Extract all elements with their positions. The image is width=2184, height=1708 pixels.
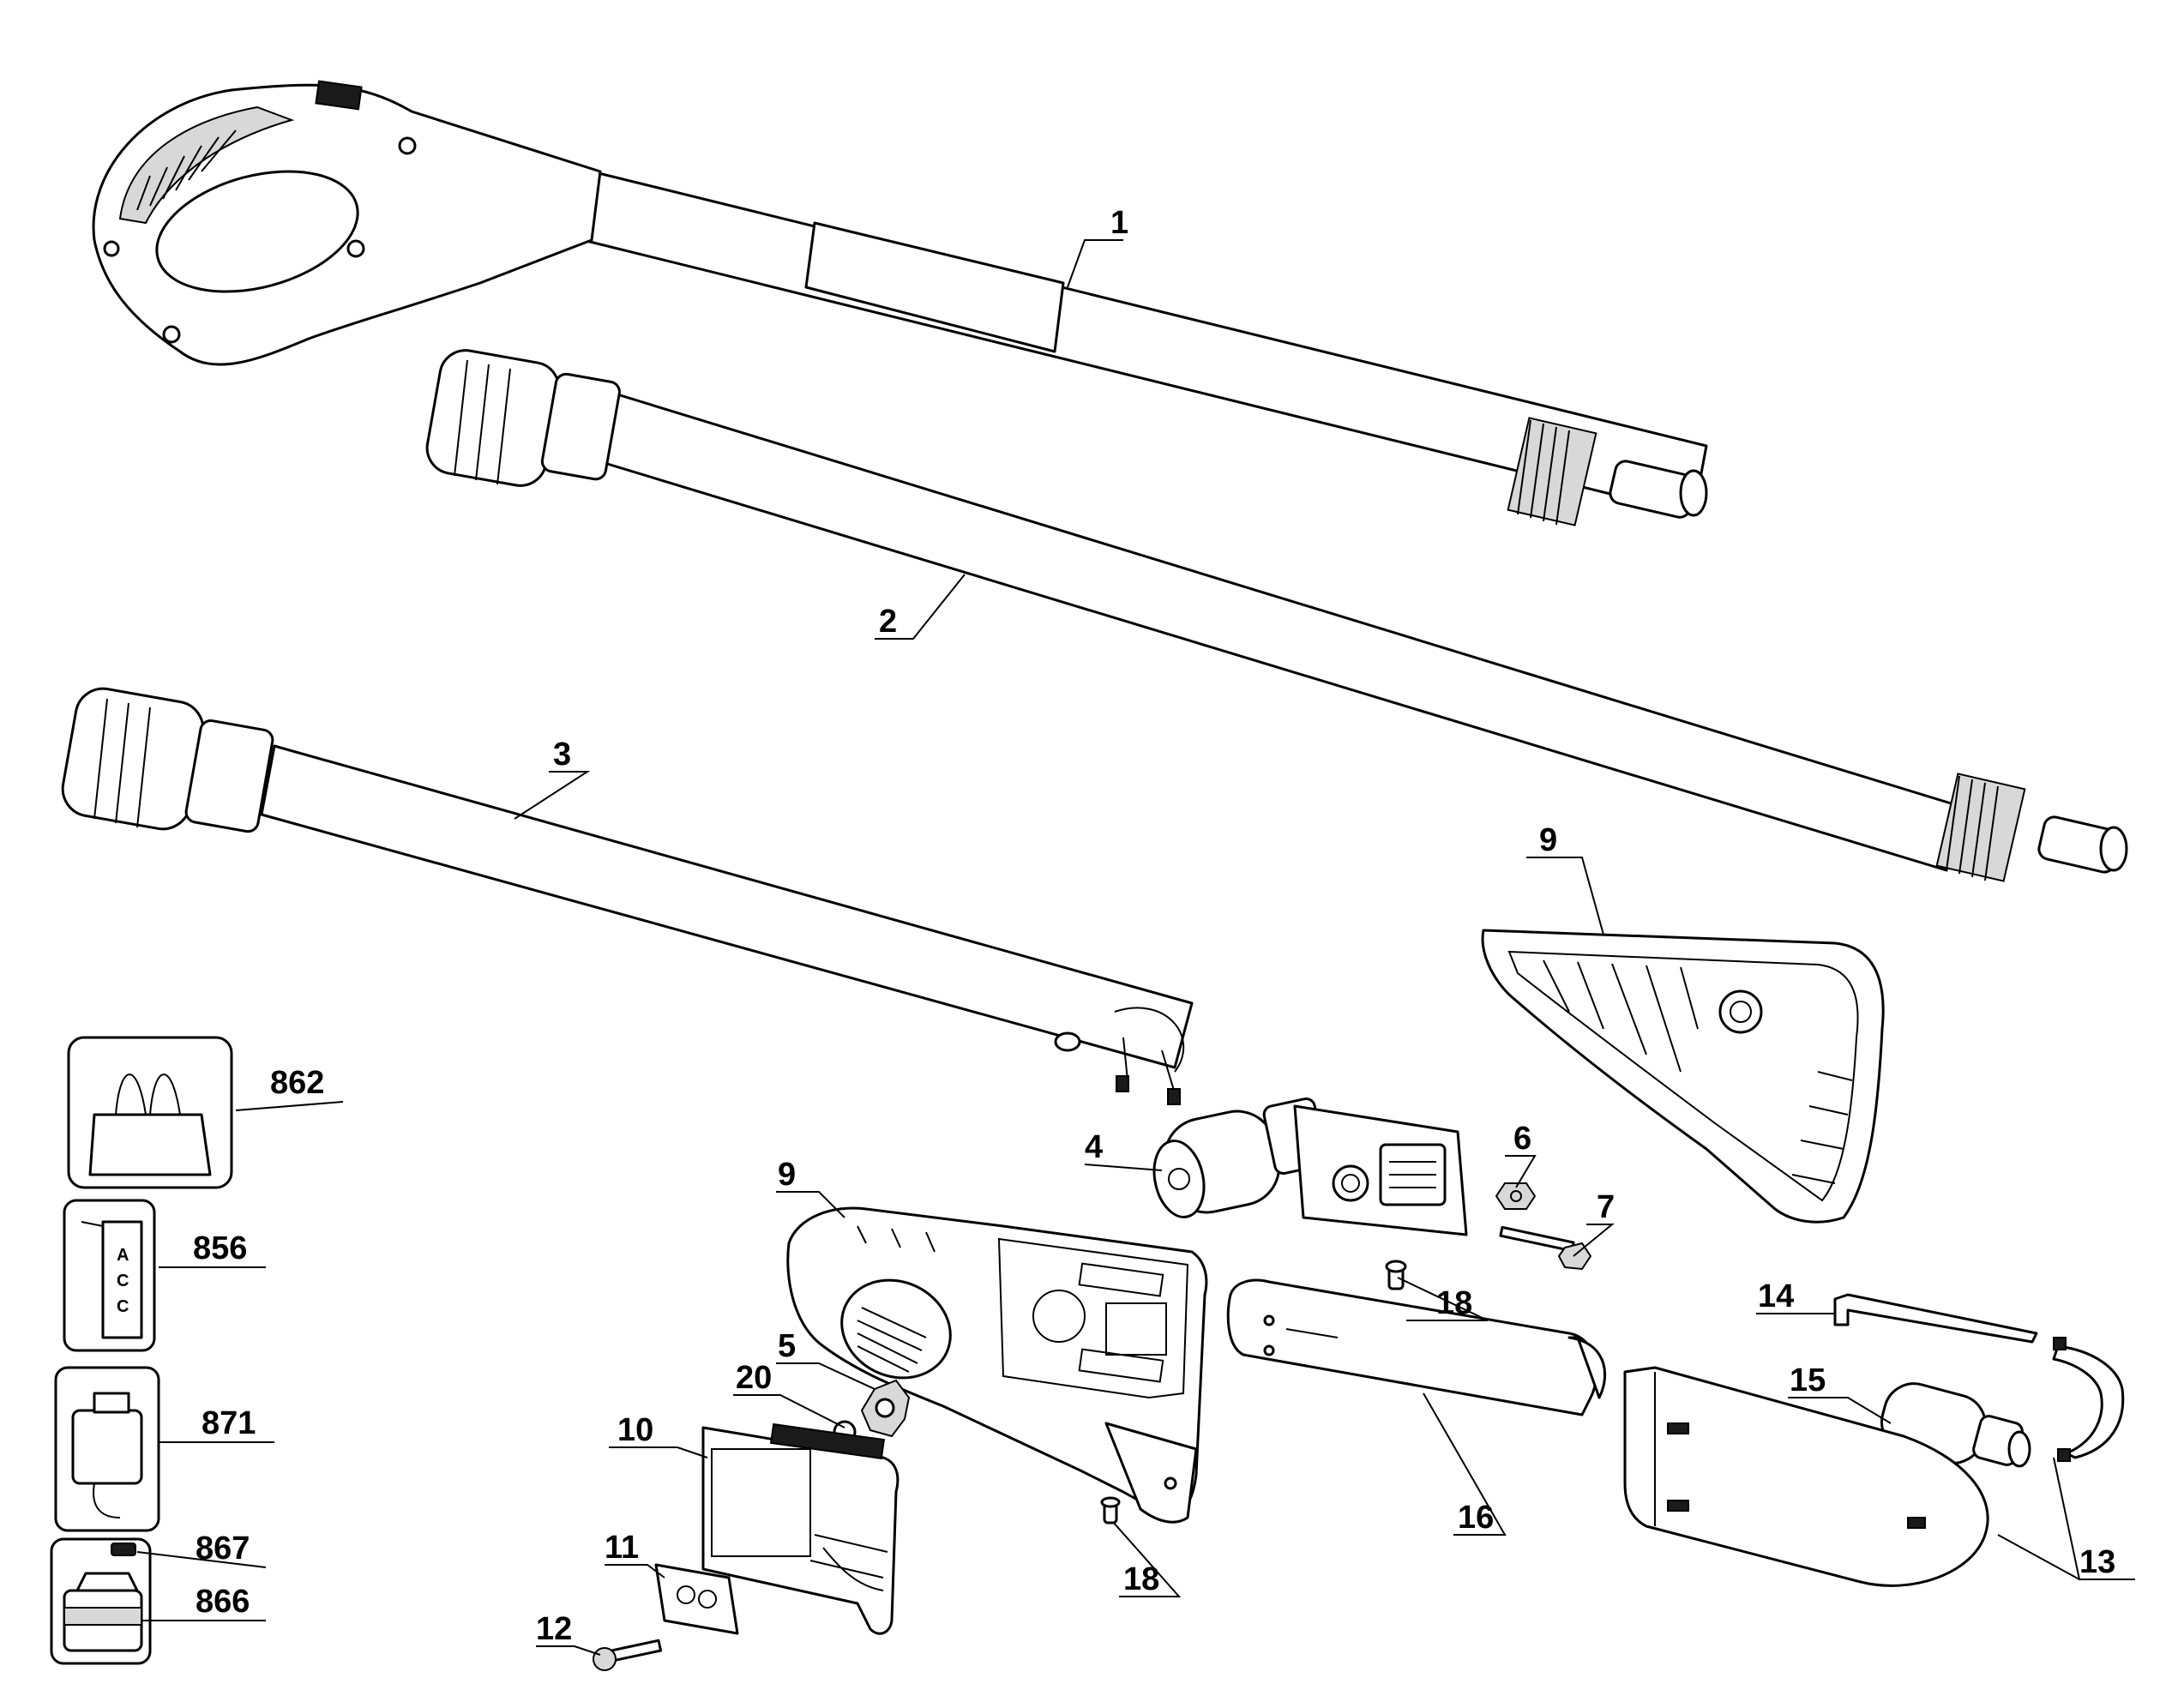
label-accessory-866: 866 [196, 1584, 250, 1620]
label-part-14: 14 [1758, 1278, 1794, 1314]
label-part-15: 15 [1790, 1362, 1826, 1398]
part-1-handle-pole [92, 80, 1708, 526]
part-3-lower-pole [61, 687, 1194, 1105]
callout-labels: 1 2 3 4 5 6 7 9 9 10 11 12 13 14 15 16 1… [193, 205, 2115, 1647]
card-letter: C [117, 1272, 129, 1290]
label-part-13: 13 [2079, 1544, 2115, 1580]
part-6-nut [1495, 1182, 1537, 1210]
label-accessory-871: 871 [202, 1405, 256, 1441]
label-accessory-862: 862 [270, 1065, 324, 1101]
part-16-guide-bar [1226, 1278, 1607, 1416]
part-9-housing-left [786, 1206, 1208, 1524]
label-part-4: 4 [1085, 1129, 1103, 1165]
part-11-plate [654, 1563, 739, 1635]
part-14-hex-key [1833, 1293, 2038, 1344]
part-2-extension-pole [425, 349, 2128, 882]
accessory-856-card: A C C [63, 1199, 156, 1352]
label-accessory-867: 867 [196, 1531, 250, 1567]
part-5-sprocket [860, 1379, 911, 1438]
part-13-bar-sheath [1623, 1337, 2125, 1587]
label-part-5: 5 [778, 1328, 796, 1364]
label-part-1: 1 [1110, 205, 1128, 241]
part-10-chain-cover [701, 1422, 899, 1635]
label-part-11: 11 [605, 1530, 639, 1566]
label-part-20: 20 [736, 1360, 772, 1396]
part-4-motor [1152, 1097, 1468, 1236]
part-7-bolt [1499, 1225, 1592, 1271]
part-9-housing-right [1481, 929, 1885, 1224]
accessory-871-charger [54, 1366, 160, 1532]
label-part-7: 7 [1597, 1189, 1615, 1225]
leader-lines [136, 239, 2135, 1656]
label-part-2: 2 [879, 604, 897, 640]
label-part-18-lower: 18 [1123, 1561, 1159, 1597]
label-part-18-upper: 18 [1436, 1285, 1472, 1321]
accessory-862-bag [67, 1036, 233, 1189]
card-letter: C [117, 1297, 129, 1316]
accessory-867-battery-cap [111, 1543, 136, 1556]
part-18-screw-upper [1385, 1260, 1407, 1290]
accessory-866-battery [50, 1537, 152, 1665]
label-part-6: 6 [1513, 1121, 1531, 1157]
label-part-3: 3 [553, 737, 571, 773]
label-accessory-856: 856 [193, 1230, 247, 1266]
card-letter: A [117, 1246, 129, 1265]
label-part-10: 10 [617, 1412, 653, 1448]
label-part-12: 12 [536, 1611, 572, 1647]
part-12-screw [593, 1639, 663, 1671]
label-part-9-left: 9 [778, 1157, 796, 1193]
label-part-9-right: 9 [1539, 822, 1557, 858]
label-part-16: 16 [1458, 1500, 1494, 1536]
part-18-screw-lower [1100, 1496, 1121, 1525]
